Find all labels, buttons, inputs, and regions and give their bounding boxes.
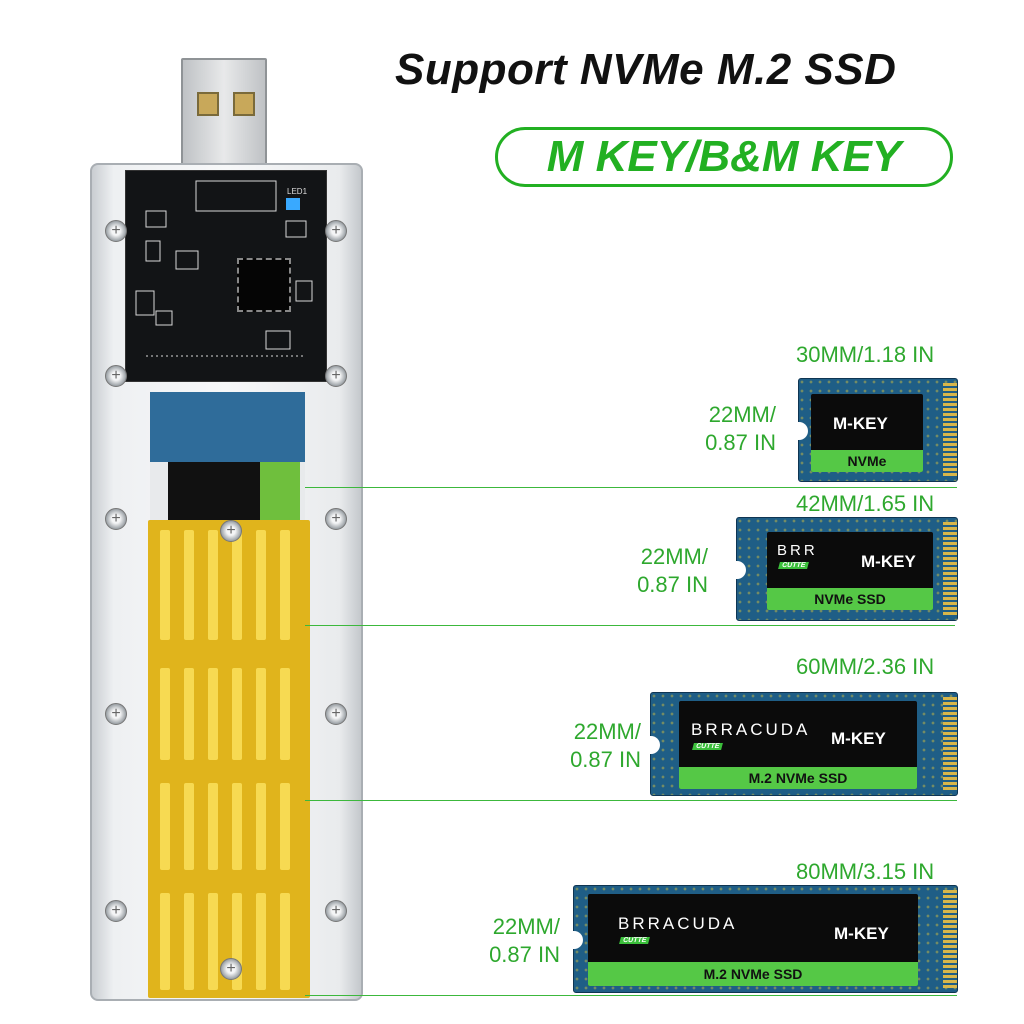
heatsink-fin	[160, 893, 170, 990]
ssd-brand-60mm: BRRACUDA	[691, 720, 811, 739]
ssd-key-80mm: M-KEY	[834, 924, 889, 943]
circuit-traces	[135, 180, 313, 357]
heatsink-fin	[232, 530, 242, 640]
heatsink-fin	[160, 530, 170, 640]
heatsink-fin	[208, 893, 218, 990]
heatsink-fin	[280, 530, 290, 640]
width-42mm: 22MM/ 0.87 IN	[637, 544, 708, 597]
length-42mm: 42MM/1.65 IN	[796, 491, 935, 516]
heatsink-fin	[232, 893, 242, 990]
screw-icon	[325, 900, 347, 922]
ssd-key-42mm: M-KEY	[861, 552, 916, 571]
heatsink-fin	[232, 783, 242, 870]
ssd-tag-60mm: CUTTE	[692, 743, 724, 750]
ssd-tag-42mm: CUTTE	[778, 562, 810, 569]
guide-line-30mm	[305, 487, 957, 488]
width-80mm: 22MM/ 0.87 IN	[489, 914, 560, 967]
guide-line-60mm	[305, 800, 957, 801]
width-30mm: 22MM/ 0.87 IN	[705, 402, 776, 455]
ssd-card-42mm: BRR CUTTE M-KEY NVMe SSD	[736, 517, 958, 621]
ssd-card-60mm: BRRACUDA CUTTE M-KEY M.2 NVMe SSD	[650, 692, 958, 796]
ssd-card-80mm: BRRACUDA CUTTE M-KEY M.2 NVMe SSD	[573, 885, 958, 993]
screw-icon	[105, 508, 127, 530]
heatsink-fin	[184, 893, 194, 990]
heatsink-fin	[280, 893, 290, 990]
screw-icon	[105, 703, 127, 725]
ssd-key-30mm: M-KEY	[833, 414, 888, 433]
heatsink-fin	[184, 668, 194, 760]
heatsink-fin	[256, 668, 266, 760]
ssd-brand-42mm: BRR	[777, 542, 818, 559]
usb-contact-hole	[197, 92, 219, 116]
length-80mm: 80MM/3.15 IN	[796, 859, 935, 884]
title: Support NVMe M.2 SSD	[395, 45, 897, 94]
heatsink-fin	[160, 668, 170, 760]
heatsink-fin	[280, 783, 290, 870]
led-indicator	[286, 198, 300, 210]
screw-icon	[105, 220, 127, 242]
controller-chip	[237, 258, 291, 312]
length-30mm: 30MM/1.18 IN	[796, 342, 935, 367]
led-label: LED1	[287, 187, 308, 196]
ssd-type-42mm: NVMe SSD	[767, 588, 933, 610]
ssd-tag-80mm: CUTTE	[619, 937, 651, 944]
heatsink-fin	[160, 783, 170, 870]
ssd-label	[168, 462, 260, 522]
heatsink-fin	[184, 783, 194, 870]
guide-line-42mm	[305, 625, 955, 626]
ssd-type-60mm: M.2 NVMe SSD	[679, 767, 917, 789]
heatsink-fin	[256, 893, 266, 990]
heatsink-fin	[208, 668, 218, 760]
length-60mm: 60MM/2.36 IN	[796, 654, 935, 679]
key-banner-outline	[495, 127, 953, 187]
usb-contact-hole	[233, 92, 255, 116]
screw-icon	[220, 958, 242, 980]
ssd-label-green	[260, 462, 300, 522]
screw-icon	[220, 520, 242, 542]
ssd-type-80mm: M.2 NVMe SSD	[588, 962, 918, 986]
screw-icon	[105, 900, 127, 922]
ssd-card-30mm: M-KEY NVMe	[798, 378, 958, 482]
usb-connector	[181, 58, 267, 168]
key-banner: M KEY/B&M KEY	[546, 132, 902, 181]
screw-icon	[325, 220, 347, 242]
screw-icon	[325, 365, 347, 387]
screw-icon	[325, 703, 347, 725]
screw-icon	[105, 365, 127, 387]
ssd-connector-board	[150, 392, 305, 462]
heatsink-fin	[256, 783, 266, 870]
heatsink-fin	[208, 783, 218, 870]
heatsink-fin	[256, 530, 266, 640]
guide-line-80mm	[305, 995, 957, 996]
ssd-brand-80mm: BRRACUDA	[618, 914, 738, 933]
heatsink-fin	[208, 530, 218, 640]
heatsink-fin	[280, 668, 290, 760]
heatsink-fin	[232, 668, 242, 760]
ssd-type-30mm: NVMe	[811, 450, 923, 472]
screw-icon	[325, 508, 347, 530]
width-60mm: 22MM/ 0.87 IN	[570, 719, 641, 772]
heatsink-fin	[184, 530, 194, 640]
ssd-key-60mm: M-KEY	[831, 729, 886, 748]
